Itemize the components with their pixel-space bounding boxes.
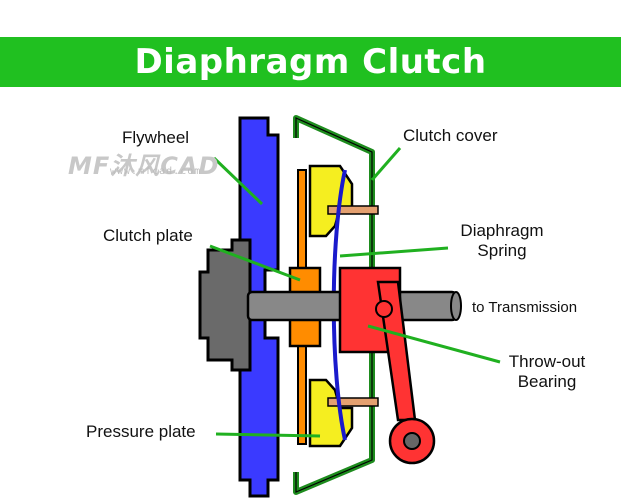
- label-pressure-plate: Pressure plate: [86, 422, 196, 441]
- label-throwout: Throw-out: [508, 352, 586, 371]
- spring-pin-bottom: [327, 397, 379, 407]
- label-to-transmission: to Transmission: [472, 299, 578, 316]
- leader-throwout: [367, 324, 501, 364]
- clutch-disc-upper: [297, 169, 307, 281]
- diagram-title: Diaphragm Clutch: [134, 42, 487, 82]
- leader-pressure-plate: [215, 432, 321, 438]
- leader-clutch-cover: [370, 147, 402, 181]
- title-bar: Diaphragm Clutch: [0, 37, 621, 87]
- label-flywheel: Flywheel: [122, 128, 190, 147]
- label-bearing: Bearing: [517, 372, 577, 391]
- engine-hub: [198, 238, 252, 372]
- clutch-disc-lower: [297, 333, 307, 445]
- label-clutch-plate: Clutch plate: [103, 226, 193, 245]
- watermark-url: www.mfcad.com: [110, 166, 202, 177]
- label-clutch-cover: Clutch cover: [403, 126, 498, 145]
- label-diaphragm: Diaphragm: [460, 221, 544, 240]
- leader-clutch-plate: [209, 244, 301, 282]
- watermark-logo: MF沐风CAD: [68, 152, 220, 180]
- label-diaphragm-spring: Diaphragm Spring: [452, 221, 552, 261]
- leader-diaphragm-spring: [339, 246, 449, 258]
- spring-pin-top: [327, 205, 379, 215]
- leader-flywheel: [212, 156, 264, 206]
- label-spring: Spring: [477, 241, 527, 260]
- label-throwout-bearing: Throw-out Bearing: [492, 352, 602, 392]
